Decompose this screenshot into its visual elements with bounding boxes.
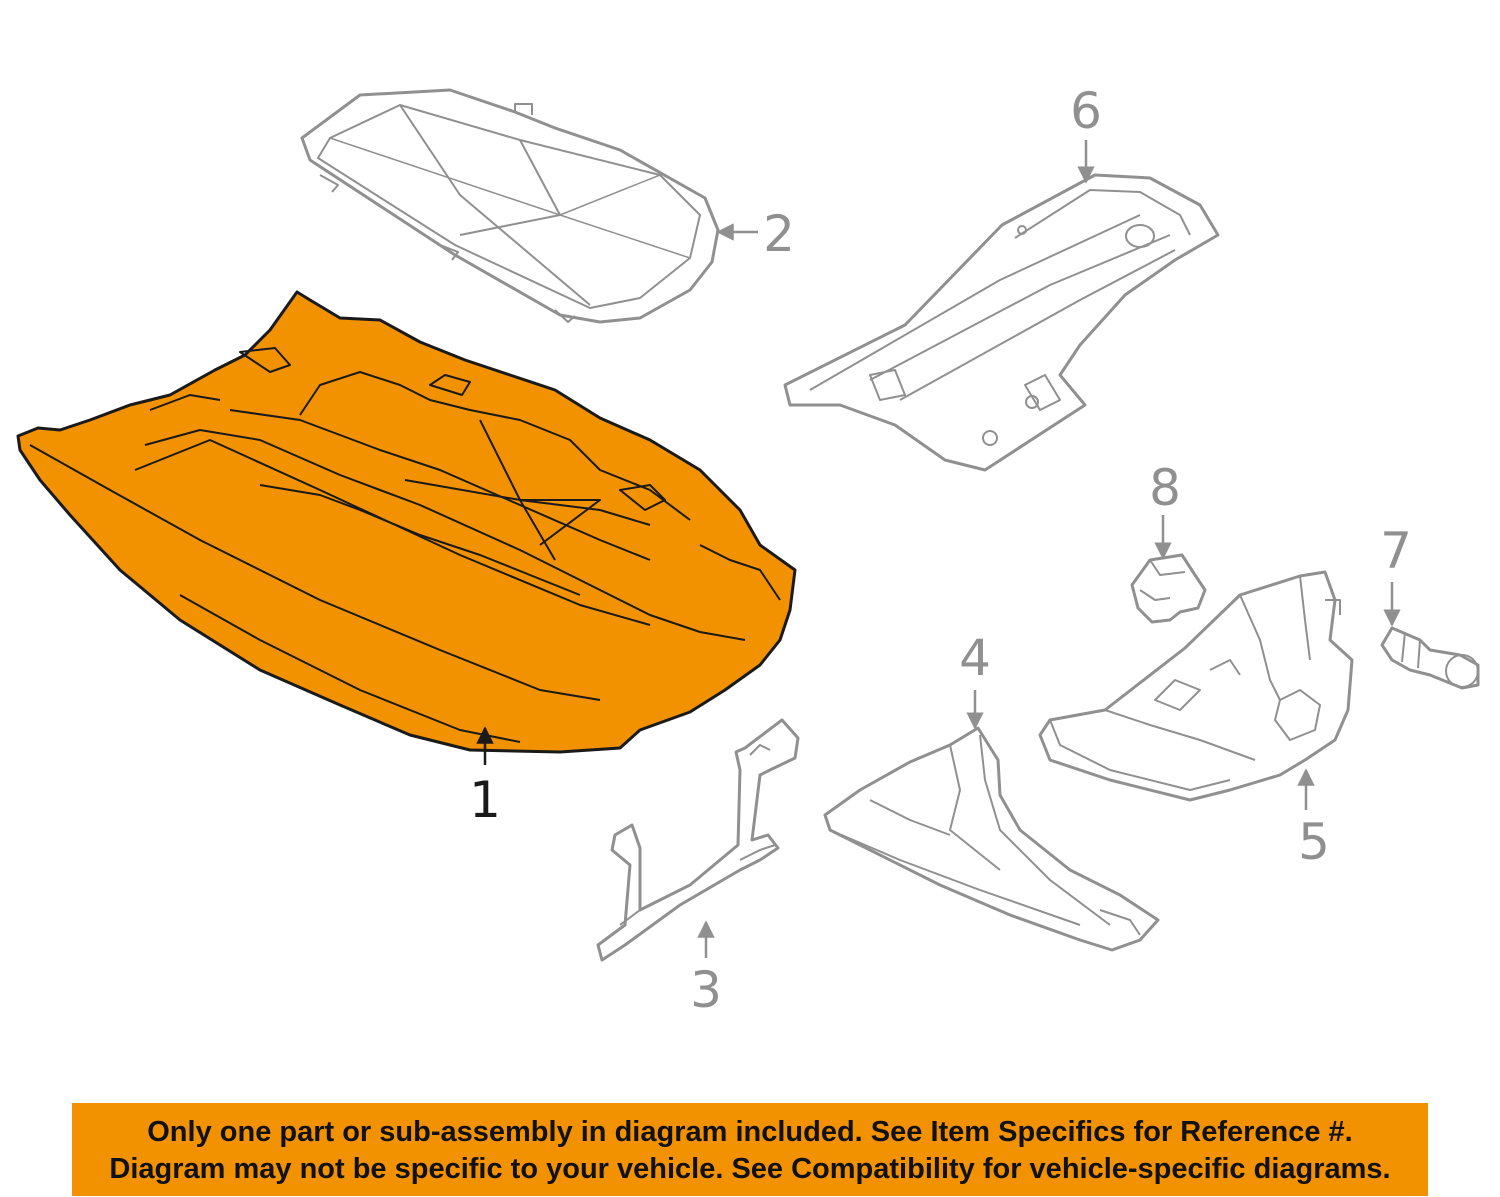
part-6-shield bbox=[783, 173, 1220, 472]
part-1-underbody-shield bbox=[16, 290, 797, 754]
part-5-bracket bbox=[1038, 570, 1354, 802]
part-8-clip bbox=[1130, 553, 1207, 624]
parts-diagram: 1 2 3 4 5 6 7 8 bbox=[16, 82, 1480, 1019]
callout-1: 1 bbox=[469, 771, 501, 829]
callout-7: 7 bbox=[1380, 522, 1412, 580]
disclaimer-line-2: Diagram may not be specific to your vehi… bbox=[109, 1153, 1391, 1185]
callout-8: 8 bbox=[1149, 459, 1181, 517]
callout-6: 6 bbox=[1070, 82, 1102, 140]
callout-2: 2 bbox=[763, 205, 795, 263]
disclaimer-banner: Only one part or sub-assembly in diagram… bbox=[72, 1103, 1428, 1196]
part-3-bracket bbox=[596, 718, 800, 962]
part-7-push-pin bbox=[1380, 626, 1480, 690]
callout-5: 5 bbox=[1298, 813, 1330, 871]
part-2-panel bbox=[300, 88, 720, 324]
part-4-bracket bbox=[823, 726, 1160, 952]
disclaimer-line-1: Only one part or sub-assembly in diagram… bbox=[147, 1116, 1353, 1148]
callout-3: 3 bbox=[690, 961, 722, 1019]
callout-4: 4 bbox=[959, 629, 991, 687]
